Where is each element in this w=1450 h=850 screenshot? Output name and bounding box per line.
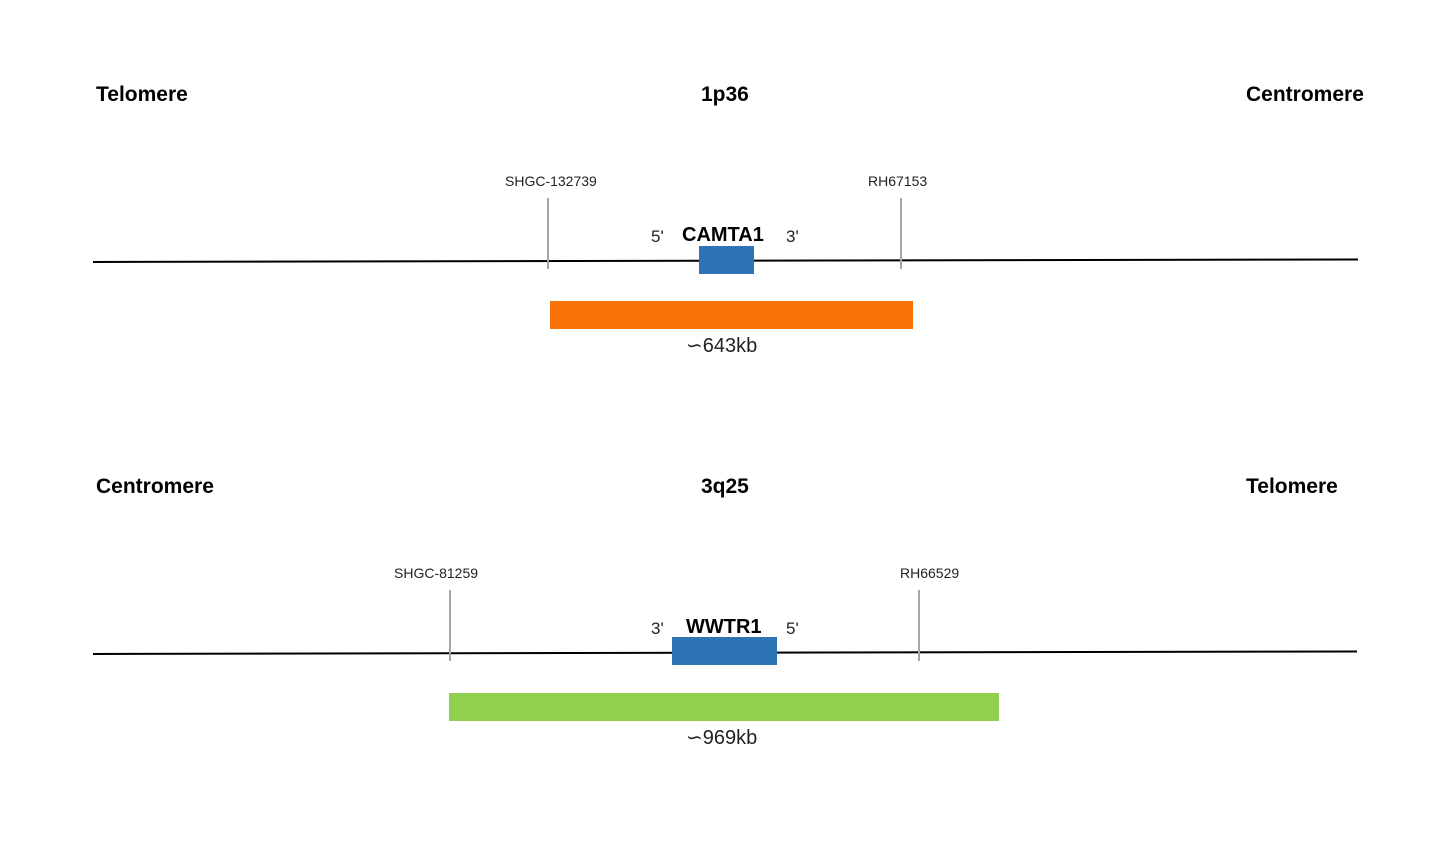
right-end-label-1p36: Centromere	[1246, 83, 1364, 106]
right-end-label-3q25: Telomere	[1246, 475, 1338, 498]
marker-label-rh67153: RH67153	[868, 173, 928, 189]
prime-right-label-wwtr1: 5'	[786, 619, 799, 638]
prime-right-label-camta1: 3'	[786, 227, 799, 246]
gene-box-camta1	[699, 246, 754, 274]
left-end-label-3q25: Centromere	[96, 475, 214, 498]
marker-label-rh66529: RH66529	[900, 565, 960, 581]
probe-bar-camta1	[550, 301, 913, 329]
marker-label-shgc-81259: SHGC-81259	[394, 565, 479, 581]
band-label-3q25: 3q25	[701, 475, 749, 498]
prime-left-label-camta1: 5'	[651, 227, 664, 246]
probe-bar-wwtr1	[449, 693, 999, 721]
band-label-1p36: 1p36	[701, 83, 749, 106]
gene-label-camta1: CAMTA1	[682, 224, 764, 246]
gene-label-wwtr1: WWTR1	[686, 616, 762, 638]
probe-size-label-wwtr1: ∽969kb	[686, 727, 758, 749]
gene-box-wwtr1	[672, 637, 777, 665]
probe-size-label-camta1: ∽643kb	[686, 335, 758, 357]
prime-left-label-wwtr1: 3'	[651, 619, 664, 638]
left-end-label-1p36: Telomere	[96, 83, 188, 106]
marker-label-shgc-132739: SHGC-132739	[505, 173, 597, 189]
